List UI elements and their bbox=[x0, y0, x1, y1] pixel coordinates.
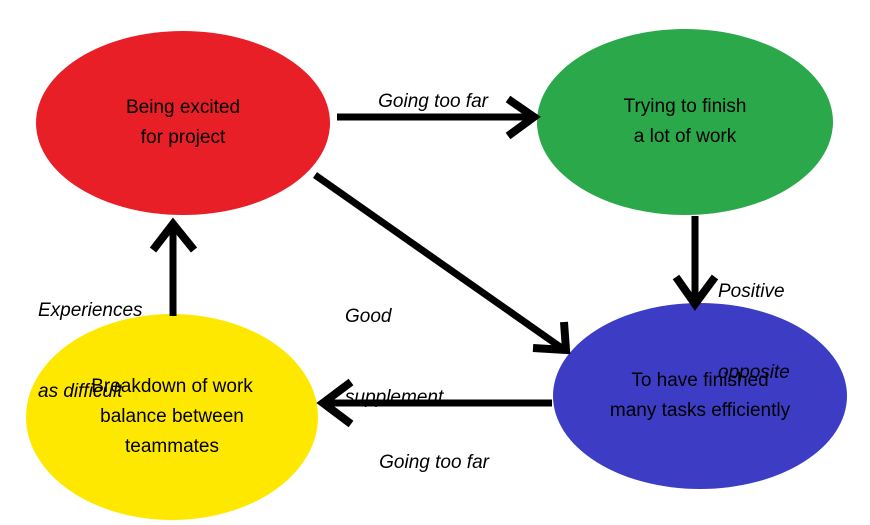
edge-label-experiences-as-difficult-line-1: Experiences bbox=[38, 300, 143, 321]
node-breakdown-shape[interactable] bbox=[26, 314, 318, 520]
edge-label-positive-opposite-line-1: Positive bbox=[718, 281, 785, 302]
edge-label-positive-opposite-line-2: opposite bbox=[718, 362, 790, 383]
node-finished-tasks-shape[interactable] bbox=[553, 303, 847, 489]
edge-label-good-supplement: Good supplement bbox=[345, 249, 443, 465]
edge-label-going-too-far-bottom-text: Going too far bbox=[379, 452, 489, 473]
arrow-finish-work-to-finished-tasks[interactable] bbox=[672, 216, 719, 311]
edge-label-going-too-far-top-text: Going too far bbox=[378, 91, 488, 112]
edge-label-going-too-far-bottom: Going too far bbox=[358, 422, 489, 503]
arrow-breakdown-to-excited[interactable] bbox=[149, 217, 198, 316]
edge-label-experiences-as-difficult: Experiences as difficult bbox=[38, 243, 143, 459]
arrow-finished-tasks-to-breakdown[interactable] bbox=[316, 378, 552, 428]
arrow-excited-to-finish-work[interactable] bbox=[337, 95, 541, 140]
arrow-excited-to-finished-tasks[interactable] bbox=[312, 172, 571, 355]
edge-label-going-too-far-top: Going too far bbox=[357, 61, 488, 142]
edge-label-positive-opposite: Positive opposite bbox=[718, 224, 790, 440]
node-finish-work-shape[interactable] bbox=[537, 29, 833, 215]
node-excited-shape[interactable] bbox=[36, 31, 330, 215]
edge-label-good-supplement-line-2: supplement bbox=[345, 387, 444, 408]
edge-label-good-supplement-line-1: Good bbox=[345, 306, 392, 327]
edge-label-experiences-as-difficult-line-2: as difficult bbox=[38, 381, 123, 402]
